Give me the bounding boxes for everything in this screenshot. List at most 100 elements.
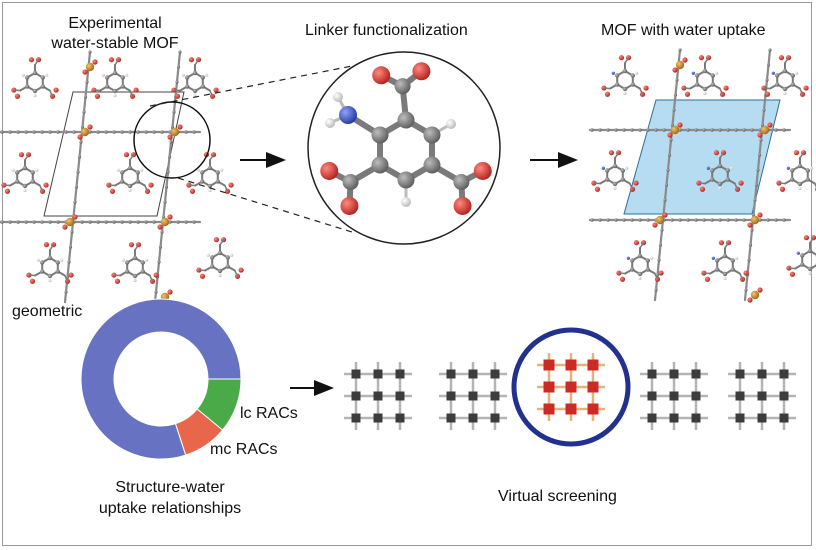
- atom: [25, 75, 30, 80]
- bond: [639, 87, 644, 95]
- grid-node: [468, 369, 478, 379]
- atom: [606, 218, 610, 222]
- bond: [34, 58, 40, 66]
- atom: [64, 130, 68, 134]
- linker-title: Linker functionalization: [305, 22, 468, 39]
- grid-node: [647, 369, 657, 379]
- atom: [612, 163, 618, 169]
- atom: [670, 123, 675, 127]
- atom: [152, 220, 156, 224]
- atom: [623, 91, 627, 96]
- atom: [35, 168, 39, 172]
- atom: [590, 128, 594, 132]
- atom: [166, 170, 170, 174]
- atom: [210, 264, 215, 269]
- atom: [698, 55, 705, 61]
- donut-caption-line1: Structure-water: [115, 479, 225, 496]
- atom: [630, 267, 635, 272]
- atom: [710, 82, 715, 87]
- atom: [725, 168, 730, 173]
- atom: [108, 57, 115, 63]
- donut-segment-geometric: [80, 298, 242, 460]
- bond: [814, 182, 816, 188]
- atom: [782, 218, 786, 222]
- atom: [718, 186, 722, 191]
- grid-node: [757, 391, 767, 401]
- donut-label-geometric: geometric: [12, 303, 83, 320]
- bond: [129, 89, 134, 97]
- atom: [32, 220, 36, 224]
- atom: [614, 218, 618, 222]
- atom: [713, 150, 720, 156]
- bond: [704, 56, 710, 64]
- atom: [153, 272, 159, 278]
- atom: [47, 273, 53, 279]
- atom: [706, 166, 710, 170]
- atom: [800, 262, 805, 267]
- atom: [85, 80, 89, 84]
- atom: [760, 123, 765, 127]
- atom: [750, 215, 760, 225]
- atom: [637, 253, 643, 259]
- atom: [60, 258, 64, 262]
- atom: [120, 179, 125, 184]
- atom: [630, 218, 634, 222]
- atom: [654, 128, 658, 132]
- atom: [15, 170, 20, 175]
- atom: [782, 68, 788, 74]
- atom: [725, 177, 730, 182]
- atom: [757, 153, 762, 157]
- atom: [24, 220, 28, 224]
- atom: [32, 88, 38, 94]
- atom: [759, 138, 763, 142]
- atom: [43, 242, 50, 248]
- atom: [622, 128, 626, 132]
- atom: [169, 140, 173, 144]
- atom: [157, 260, 161, 264]
- atom: [657, 258, 661, 262]
- atom: [88, 130, 92, 134]
- atom: [104, 220, 108, 224]
- atom: [16, 130, 20, 134]
- atom: [48, 220, 52, 224]
- grid-node: [351, 413, 361, 423]
- grid-node: [446, 391, 456, 401]
- atom: [206, 253, 210, 257]
- atom: [87, 124, 93, 130]
- atom: [80, 125, 85, 129]
- grid-node: [490, 391, 500, 401]
- atom: [30, 170, 35, 175]
- atom: [718, 128, 722, 132]
- atom: [695, 82, 700, 87]
- bond: [194, 58, 200, 66]
- atom: [655, 215, 665, 225]
- atom: [711, 256, 715, 260]
- atom: [55, 260, 60, 265]
- atom: [120, 220, 124, 224]
- atom: [8, 220, 12, 224]
- atom: [401, 197, 411, 207]
- atom: [208, 188, 212, 193]
- atom: [175, 80, 179, 84]
- atom: [658, 243, 663, 247]
- atom: [608, 150, 615, 156]
- atom: [135, 170, 140, 175]
- atom: [104, 130, 108, 134]
- donut-label-lc-racs: lc RACs: [240, 405, 298, 422]
- atom: [453, 174, 470, 190]
- atom: [762, 108, 766, 112]
- atom: [116, 168, 120, 172]
- atom: [710, 128, 714, 132]
- atom: [678, 218, 682, 222]
- atom: [148, 182, 154, 188]
- grid-node: [351, 369, 361, 379]
- atom: [24, 130, 28, 134]
- grid-node: [779, 413, 789, 423]
- atom: [744, 288, 748, 292]
- grid-node: [565, 381, 577, 393]
- atom: [29, 278, 36, 284]
- atom: [710, 168, 715, 173]
- atom: [790, 177, 795, 182]
- donut-segment-lc-racs: [196, 378, 242, 431]
- atom: [760, 125, 770, 135]
